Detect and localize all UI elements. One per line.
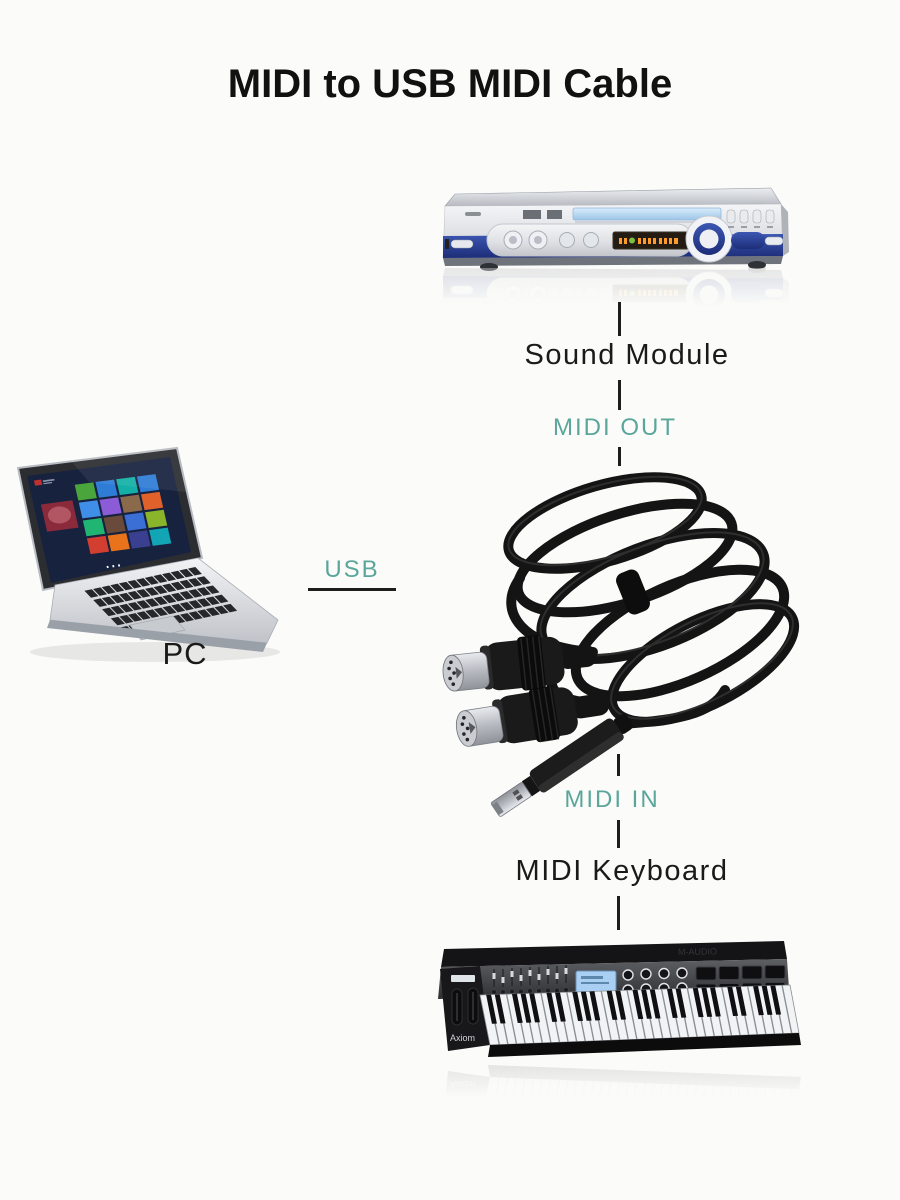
keyboard-front-edge [488, 1033, 801, 1057]
pc-label: PC [162, 636, 208, 671]
disc-tray [572, 207, 722, 221]
windows-tiles [33, 474, 172, 569]
usb-interface [490, 714, 633, 817]
laptop-keyboard [84, 567, 238, 635]
midi-cable-image [439, 472, 800, 817]
usb-connector-line [308, 588, 396, 591]
top-buttons [726, 209, 775, 228]
sound-module-label: Sound Module [524, 339, 730, 371]
button-round-1 [559, 232, 575, 248]
connector-dash-midi-in-bottom [617, 820, 620, 848]
page-title: MIDI to USB MIDI Cable [227, 62, 673, 106]
power-button [450, 239, 474, 249]
midi-din-connector-1 [439, 628, 601, 700]
keyboard-rear-label: M-AUDIO [678, 946, 717, 957]
connector-line-module-top [618, 302, 621, 336]
connector-dash-midi-out [618, 447, 621, 466]
led-digits [619, 237, 678, 244]
laptop-image [16, 446, 280, 662]
eject-button [764, 236, 784, 246]
connector-line-module-bottom [618, 380, 621, 410]
usb-interface-box [529, 718, 624, 793]
midi-keyboard-label: MIDI Keyboard [515, 855, 729, 887]
usb-label: USB [324, 556, 380, 583]
midi-out-label: MIDI OUT [553, 414, 677, 441]
connector-line-keyboard [617, 896, 620, 930]
midi-in-label: MIDI IN [564, 786, 660, 813]
keyboard-left-cheek [440, 966, 490, 1051]
dts-logo [547, 210, 562, 219]
dolby-logo [523, 210, 541, 219]
sound-module-image [425, 187, 800, 308]
connector-dash-midi-in-top [617, 754, 620, 776]
fader-buttons [491, 987, 569, 995]
button-round-2 [583, 232, 599, 248]
small-display [451, 975, 475, 982]
midi-keyboard-image: M-AUDIO Axiom [428, 941, 803, 1098]
keyboard-brand-label: Axiom [450, 1033, 475, 1043]
keyboard-back-panel [441, 941, 787, 967]
piano-keys [486, 985, 793, 1045]
sound-module-top [444, 187, 782, 207]
